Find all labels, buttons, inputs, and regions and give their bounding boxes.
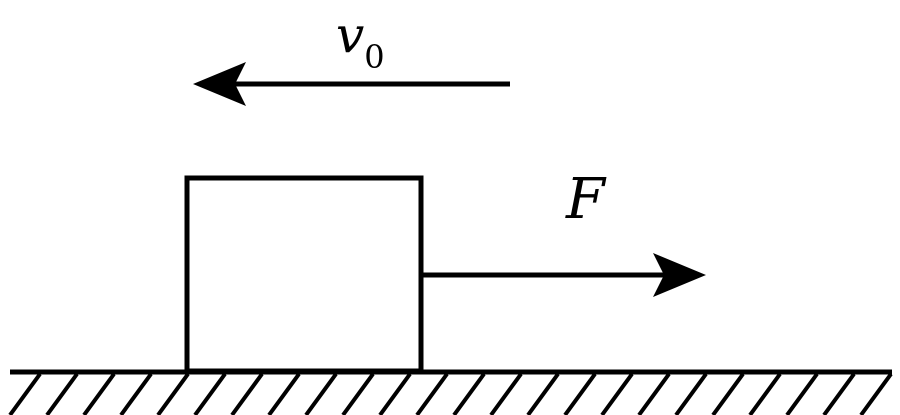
hatch-mark: [230, 372, 264, 415]
hatch-mark: [415, 372, 449, 415]
hatch-mark: [8, 372, 42, 415]
hatch-mark: [304, 372, 338, 415]
velocity-label: v0: [336, 6, 385, 76]
velocity-symbol: v: [336, 6, 364, 64]
hatch-mark: [748, 372, 782, 415]
velocity-arrow-head: [193, 62, 246, 106]
force-arrow: [421, 253, 706, 297]
hatch-mark: [452, 372, 486, 415]
velocity-subscript: 0: [364, 38, 384, 76]
hatch-mark: [526, 372, 560, 415]
force-arrow-head: [653, 253, 706, 297]
hatch-mark: [82, 372, 116, 415]
hatch-mark: [489, 372, 523, 415]
hatch-mark: [341, 372, 375, 415]
hatch-mark: [822, 372, 856, 415]
hatch-mark: [785, 372, 819, 415]
velocity-arrow: [193, 62, 510, 106]
hatch-mark: [674, 372, 708, 415]
hatch-mark: [563, 372, 597, 415]
hatch-mark: [637, 372, 671, 415]
block: [184, 175, 424, 374]
hatch-mark: [156, 372, 190, 415]
hatch-mark: [119, 372, 153, 415]
force-label: F: [565, 167, 607, 232]
hatch-mark: [45, 372, 79, 415]
hatch-mark: [267, 372, 301, 415]
hatch-mark: [600, 372, 634, 415]
hatch-mark: [859, 372, 893, 415]
hatch-mark: [378, 372, 412, 415]
ground-hatching: [8, 372, 893, 415]
hatch-mark: [193, 372, 227, 415]
hatch-mark: [711, 372, 745, 415]
